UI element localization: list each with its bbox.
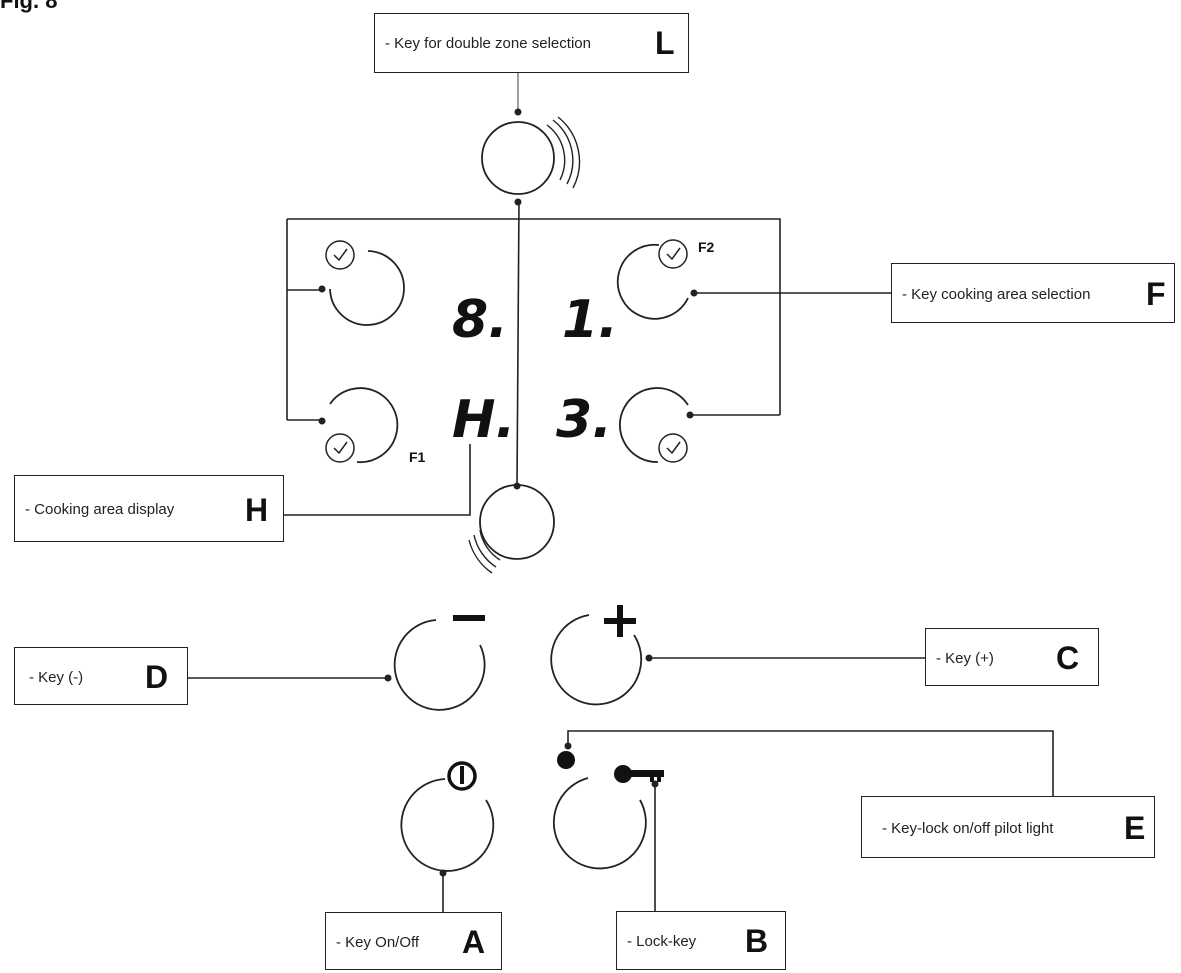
key-icon xyxy=(614,765,664,783)
zone-key-bottom-right[interactable] xyxy=(618,387,694,463)
label-box-C: - Key (+) C xyxy=(925,628,1099,686)
tag-f1: F1 xyxy=(409,449,426,465)
label-desc-A: - Key On/Off xyxy=(336,934,420,951)
leader-E xyxy=(567,730,1054,796)
pilot-light-icon xyxy=(557,751,575,769)
figure-title: Fig. 8 xyxy=(0,0,58,13)
double-zone-connector xyxy=(516,200,520,487)
timer-clock-icon xyxy=(658,433,688,463)
display-bottom-left: H. xyxy=(452,390,516,450)
label-letter-A: A xyxy=(462,924,486,960)
display-top-left: 8. xyxy=(452,290,508,350)
panel-frame xyxy=(287,218,781,415)
label-desc-L: - Key for double zone selection xyxy=(385,35,591,52)
label-desc-D: - Key (-) xyxy=(29,669,84,686)
double-zone-key-bottom[interactable] xyxy=(468,484,555,574)
label-box-B: - Lock-key B xyxy=(616,911,786,970)
pilot-light xyxy=(557,742,575,769)
timer-clock-icon xyxy=(325,240,355,270)
timer-clock-icon xyxy=(325,433,355,463)
plus-icon xyxy=(604,605,636,637)
lock-key[interactable] xyxy=(552,765,664,870)
label-letter-F: F xyxy=(1146,276,1166,312)
display-bottom-right: 3. xyxy=(556,390,612,450)
label-letter-D: D xyxy=(145,659,169,695)
timer-clock-icon xyxy=(658,239,688,269)
tag-f2: F2 xyxy=(698,239,715,255)
double-zone-key-top[interactable] xyxy=(481,116,581,195)
double-zone-key-icon xyxy=(546,124,566,181)
zone-key-top-right[interactable] xyxy=(616,239,698,320)
label-desc-H: - Cooking area display xyxy=(25,501,175,518)
minus-key[interactable] xyxy=(384,615,486,711)
leader-H xyxy=(284,444,471,516)
label-box-D: - Key (-) D xyxy=(14,647,188,705)
zone-key-bottom-left[interactable] xyxy=(318,387,399,464)
label-letter-L: L xyxy=(655,25,675,61)
label-desc-F: - Key cooking area selection xyxy=(902,286,1091,303)
minus-icon xyxy=(453,615,485,621)
label-box-L: - Key for double zone selection L xyxy=(374,13,689,73)
label-box-E: - Key-lock on/off pilot light E xyxy=(861,796,1155,858)
plus-key[interactable] xyxy=(550,605,653,706)
label-box-A: - Key On/Off A xyxy=(325,912,502,970)
display-top-right: 1. xyxy=(562,290,618,350)
double-zone-key-icon xyxy=(479,529,501,561)
label-letter-E: E xyxy=(1124,810,1146,846)
label-box-H: - Cooking area display H xyxy=(14,475,284,542)
label-desc-B: - Lock-key xyxy=(627,933,697,950)
label-box-F: - Key cooking area selection F xyxy=(891,263,1175,323)
label-desc-C: - Key (+) xyxy=(936,650,994,667)
label-letter-C: C xyxy=(1056,640,1080,676)
label-letter-B: B xyxy=(745,923,769,959)
label-desc-E: - Key-lock on/off pilot light xyxy=(882,820,1054,837)
power-icon xyxy=(447,761,477,791)
label-letter-H: H xyxy=(245,492,269,528)
power-key[interactable] xyxy=(400,761,495,877)
zone-key-top-left[interactable] xyxy=(318,240,405,326)
